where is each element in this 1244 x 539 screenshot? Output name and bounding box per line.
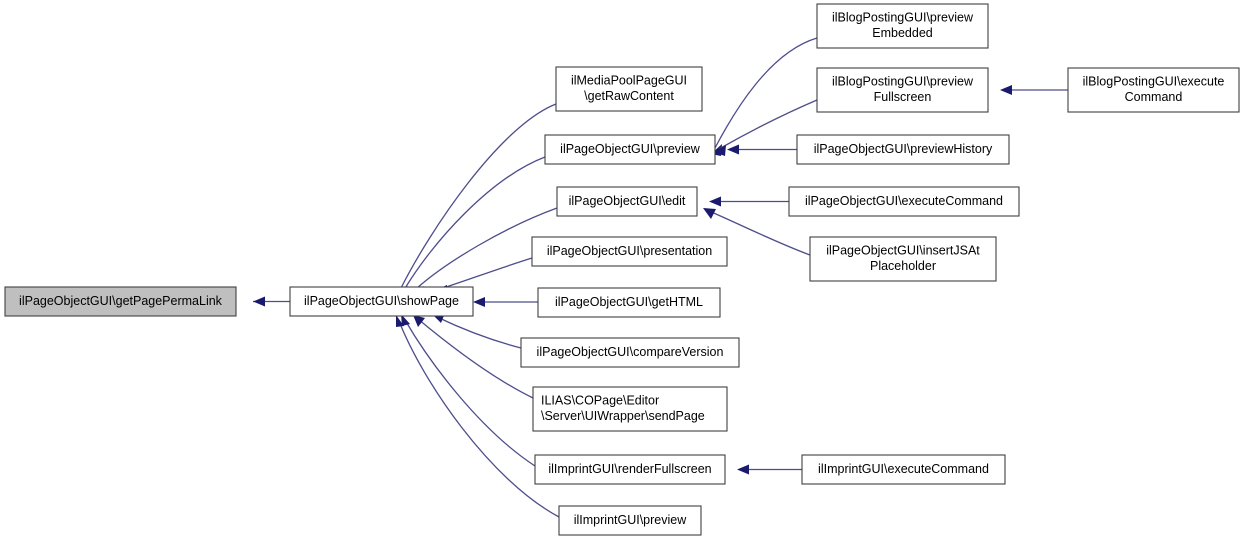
call-edge-showPage-to-getPagePermaLink: [253, 296, 290, 307]
node-label: ilBlogPostingGUI\preview: [832, 11, 974, 25]
node-box[interactable]: [558, 505, 702, 536]
node-label: ilMediaPoolPageGUI: [571, 74, 687, 88]
call-edge-imprintPreview-to-showPage: [396, 315, 560, 518]
graph-node-getHTML[interactable]: ilPageObjectGUI\getHTML: [537, 287, 721, 318]
node-label: \Server\UIWrapper\sendPage: [541, 409, 705, 423]
node-box[interactable]: [532, 386, 728, 432]
graph-node-executeCommandBlog[interactable]: ilBlogPostingGUI\executeCommand: [1067, 67, 1240, 113]
arrow-head-icon: [1000, 85, 1012, 95]
call-edge-previewFullscreen-to-preview: [713, 99, 818, 156]
call-edge-renderFullscreen-to-showPage: [401, 314, 536, 467]
arrow-head-icon: [396, 315, 404, 327]
node-box[interactable]: [537, 287, 721, 318]
node-box[interactable]: [531, 236, 728, 267]
call-edge-executeCommandImprint-to-renderFullscreen: [737, 464, 802, 475]
node-label: ilPageObjectGUI\insertJSAt: [826, 244, 980, 258]
node-label: Fullscreen: [874, 90, 932, 104]
graph-node-executeCommandImprint[interactable]: ilImprintGUI\executeCommand: [801, 454, 1006, 485]
node-label: ilBlogPostingGUI\preview: [832, 75, 974, 89]
call-edge-compareVersion-to-showPage: [432, 313, 522, 349]
node-label: ilImprintGUI\preview: [574, 513, 687, 527]
graph-node-compareVersion[interactable]: ilPageObjectGUI\compareVersion: [520, 337, 740, 368]
node-box[interactable]: [534, 454, 726, 485]
arrow-head-icon: [737, 464, 749, 475]
arrow-head-icon: [473, 297, 485, 307]
node-box[interactable]: [796, 134, 1010, 165]
node-label: Command: [1125, 90, 1183, 104]
node-label: ilPageObjectGUI\preview: [560, 142, 701, 156]
call-edge-executeCommandPage-to-edit: [709, 196, 789, 207]
arrow-head-icon: [703, 208, 716, 219]
node-label: ilPageObjectGUI\edit: [569, 194, 686, 208]
arrow-head-icon: [713, 145, 726, 156]
arrow-head-icon: [401, 314, 410, 326]
edge-line: [403, 156, 546, 291]
edge-line: [404, 319, 536, 467]
node-box[interactable]: [801, 454, 1006, 485]
node-box[interactable]: [520, 337, 740, 368]
graph-node-previewHistory[interactable]: ilPageObjectGUI\previewHistory: [796, 134, 1010, 165]
graph-node-imprintPreview[interactable]: ilImprintGUI\preview: [558, 505, 702, 536]
call-edge-getHTML-to-showPage: [473, 297, 538, 307]
node-label: ilPageObjectGUI\compareVersion: [537, 345, 724, 359]
graph-node-renderFullscreen[interactable]: ilImprintGUI\renderFullscreen: [534, 454, 726, 485]
edge-line: [436, 316, 522, 349]
call-edge-executeCommandBlog-to-previewFullscreen: [1000, 85, 1068, 95]
node-box[interactable]: [556, 186, 698, 217]
node-box[interactable]: [816, 67, 989, 113]
edge-line: [708, 210, 811, 256]
graph-node-edit[interactable]: ilPageObjectGUI\edit: [556, 186, 698, 217]
node-box[interactable]: [544, 134, 716, 165]
edge-line: [714, 37, 818, 149]
node-label: ilPageObjectGUI\getHTML: [555, 295, 703, 309]
node-label: ilBlogPostingGUI\execute: [1083, 75, 1225, 89]
call-edge-previewHistory-to-preview: [727, 144, 797, 155]
node-box[interactable]: [289, 286, 474, 317]
node-box[interactable]: [4, 286, 237, 317]
call-edge-sendPage-to-showPage: [413, 315, 534, 399]
nodes-layer: ilPageObjectGUI\getPagePermaLink ilPageOb…: [4, 3, 1240, 536]
edge-line: [399, 103, 557, 291]
edge-line: [417, 318, 534, 399]
graph-node-presentation[interactable]: ilPageObjectGUI\presentation: [531, 236, 728, 267]
graph-node-preview[interactable]: ilPageObjectGUI\preview: [544, 134, 716, 165]
graph-node-getRawContent[interactable]: ilMediaPoolPageGUI\getRawContent: [555, 66, 703, 112]
node-box[interactable]: [809, 236, 997, 282]
node-label: ilPageObjectGUI\presentation: [547, 244, 712, 258]
node-box[interactable]: [816, 3, 989, 49]
node-label: ilImprintGUI\renderFullscreen: [548, 462, 711, 476]
node-label: ILIAS\COPage\Editor: [541, 394, 659, 408]
arrow-head-icon: [727, 144, 739, 155]
graph-node-showPage[interactable]: ilPageObjectGUI\showPage: [289, 286, 474, 317]
graph-node-getPagePermaLink[interactable]: ilPageObjectGUI\getPagePermaLink: [4, 286, 237, 317]
edges-layer: [253, 37, 1068, 518]
graph-node-sendPage[interactable]: ILIAS\COPage\Editor\Server\UIWrapper\sen…: [532, 386, 728, 432]
node-label: ilPageObjectGUI\showPage: [304, 294, 459, 308]
arrow-head-icon: [413, 315, 425, 327]
node-label: \getRawContent: [584, 89, 674, 103]
edge-line: [415, 207, 558, 290]
node-box[interactable]: [788, 186, 1020, 217]
node-box[interactable]: [555, 66, 703, 112]
node-label: ilPageObjectGUI\getPagePermaLink: [19, 294, 223, 308]
edge-line: [439, 257, 533, 290]
node-box[interactable]: [1067, 67, 1240, 113]
node-label: Embedded: [872, 26, 933, 40]
arrow-head-icon: [253, 296, 265, 307]
node-label: ilPageObjectGUI\previewHistory: [814, 142, 993, 156]
arrow-head-icon: [709, 196, 721, 207]
edge-line: [398, 320, 560, 518]
node-label: ilImprintGUI\executeCommand: [818, 462, 989, 476]
graph-node-executeCommandPage[interactable]: ilPageObjectGUI\executeCommand: [788, 186, 1020, 217]
node-label: ilPageObjectGUI\executeCommand: [805, 194, 1003, 208]
node-label: Placeholder: [870, 259, 936, 273]
call-edge-insertJSAtPlaceholder-to-edit: [703, 208, 811, 256]
call-edge-getRawContent-to-showPage: [396, 103, 557, 298]
edge-line: [718, 99, 818, 150]
